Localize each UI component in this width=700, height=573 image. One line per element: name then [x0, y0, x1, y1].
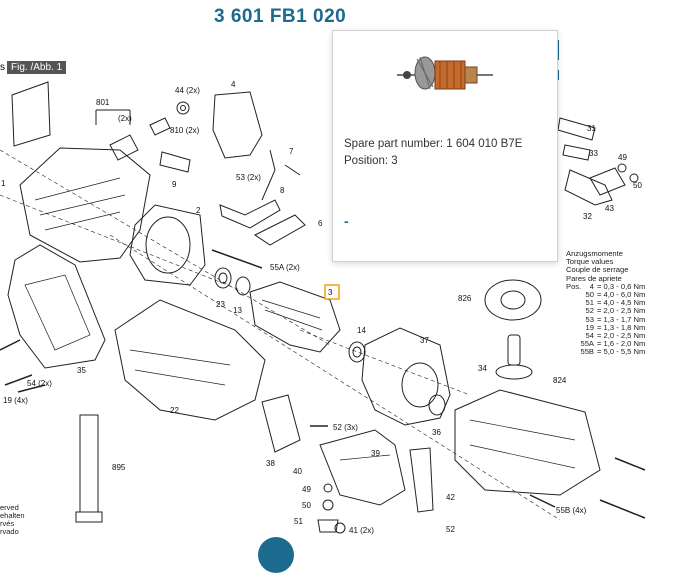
label-52-single: 52 [446, 525, 455, 534]
exploded-diagram: 801 (2x) 44 (2x) 810 (2x) 4 9 2 7 53 (2x… [0, 80, 646, 535]
torque-row: 54= 2,0 - 2,5 Nm [585, 331, 646, 341]
label-53: 53 (2x) [236, 173, 261, 182]
spare-part-number: Spare part number: 1 604 010 B7E [344, 138, 523, 150]
label-35: 35 [77, 366, 86, 375]
spare-part-popup: Spare part number: 1 604 010 B7E Positio… [332, 30, 558, 262]
torque-row: 55A= 1,6 - 2,0 Nm [580, 339, 646, 349]
spare-part-position: Position: 3 [344, 155, 398, 167]
label-824: 824 [553, 376, 567, 385]
torque-heading-en: Torque values [566, 257, 614, 267]
label-23: 23 [216, 300, 225, 309]
label-33: 33 [589, 149, 598, 158]
armature-icon [397, 56, 493, 90]
label-49-left: 49 [302, 485, 311, 494]
label-9: 9 [172, 180, 177, 189]
label-39: 39 [371, 449, 380, 458]
label-55a: 55A (2x) [270, 263, 300, 272]
label-36: 36 [432, 428, 441, 437]
label-6: 6 [318, 219, 323, 228]
label-52-3x: 52 (3x) [333, 423, 358, 432]
label-44: 44 (2x) [175, 86, 200, 95]
torque-values-table: Anzugsmomente Torque values Couple de se… [566, 249, 646, 357]
label-43: 43 [605, 204, 614, 213]
label-42: 42 [446, 493, 455, 502]
torque-row: Pos.4= 0,3 - 0,6 Nm [566, 281, 646, 291]
armature-part [249, 281, 341, 353]
label-49-right: 49 [618, 153, 627, 162]
label-50-left: 50 [302, 501, 311, 510]
label-19: 19 (4x) [3, 396, 28, 405]
popup-link-marker[interactable]: - [344, 213, 349, 229]
label-4: 4 [231, 80, 236, 89]
label-22: 22 [170, 406, 179, 415]
torque-row: 19= 1,3 - 1,8 Nm [585, 322, 646, 332]
label-826: 826 [458, 294, 472, 303]
label-54: 54 (2x) [27, 379, 52, 388]
label-1: 1 [1, 179, 6, 188]
label-14: 14 [357, 326, 366, 335]
torque-row: 55B= 5,0 - 5,5 Nm [580, 347, 646, 357]
torque-row: 51= 4,0 - 4,5 Nm [585, 298, 646, 308]
sheet-part [11, 81, 51, 147]
label-895: 895 [112, 463, 126, 472]
figure-tab-prefix: s [0, 62, 5, 73]
copyright-fragment: erved ehalten rvés rvado [0, 503, 25, 536]
torque-heading-fr: Couple de serrage [566, 265, 629, 275]
label-801: 801 [96, 98, 110, 107]
label-13: 13 [233, 306, 242, 315]
label-32: 32 [583, 212, 592, 221]
label-801-count: (2x) [118, 114, 132, 123]
torque-pos-label: Pos. [566, 281, 582, 291]
label-51: 51 [294, 517, 303, 526]
label-810: 810 (2x) [170, 126, 200, 135]
label-41: 41 (2x) [349, 526, 374, 535]
label-8: 8 [280, 186, 285, 195]
motor-housing-part [19, 147, 151, 263]
circle-button[interactable] [258, 537, 294, 573]
label-34: 34 [478, 364, 487, 373]
label-31: 31 [587, 124, 596, 133]
torque-row: 52= 2,0 - 2,5 Nm [585, 306, 646, 316]
torque-row: 50= 4,0 - 6,0 Nm [585, 290, 646, 300]
label-50-right: 50 [633, 181, 642, 190]
page-title: 3 601 FB1 020 [214, 6, 347, 27]
label-37: 37 [420, 336, 429, 345]
position-3-highlight [324, 284, 340, 300]
label-3: 3 [328, 288, 333, 297]
label-7: 7 [289, 147, 294, 156]
label-38: 38 [266, 459, 275, 468]
torque-heading-de: Anzugsmomente [566, 249, 623, 258]
torque-row: 53= 1,3 - 1,7 Nm [585, 314, 646, 324]
label-2: 2 [196, 206, 201, 215]
torque-heading-es: Pares de apriete [566, 273, 622, 283]
figure-tab-label: Fig. /Abb. 1 [7, 61, 67, 74]
label-40: 40 [293, 467, 302, 476]
label-55b: 55B (4x) [556, 506, 587, 515]
